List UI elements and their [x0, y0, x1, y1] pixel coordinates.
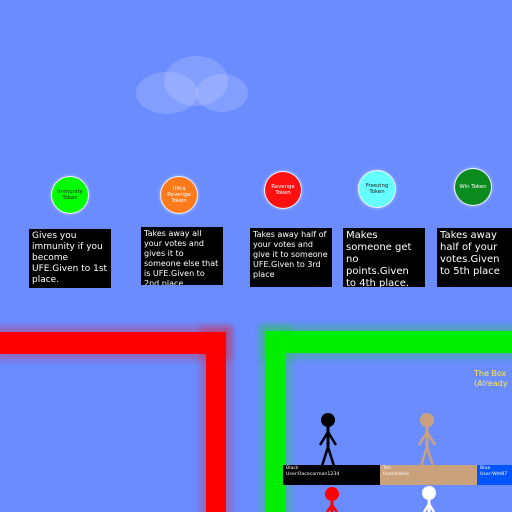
- nameplate-black: Black User:Racecarman1234: [283, 465, 380, 485]
- token-ultra-revenge[interactable]: Ultra Revenge Token: [161, 177, 197, 213]
- nameplate-blue: Blue User:Wet87: [477, 465, 512, 485]
- token-immunity[interactable]: Immunity Token: [52, 177, 88, 213]
- token-freezing-description: Makes someone get no points.Given to 4th…: [343, 228, 425, 287]
- box-title-line-1: The Box: [474, 369, 507, 378]
- green-box-top: [266, 331, 512, 353]
- token-freezing-label: Freezing Token: [365, 183, 389, 195]
- nameplate-tan-user: User:Harris: [383, 472, 410, 477]
- nameplate-black-user: User:Racecarman1234: [286, 472, 340, 477]
- stick-figure-tan[interactable]: [413, 412, 441, 468]
- nameplate-tan-name: Tan: [383, 466, 391, 471]
- box-title-line-2: (Already: [474, 379, 508, 388]
- token-revenge[interactable]: Revenge Token: [265, 172, 301, 208]
- green-box-side: [266, 331, 286, 512]
- stick-figure-red[interactable]: [318, 485, 346, 512]
- token-immunity-description: Gives you immunity if you become UFE.Giv…: [29, 229, 111, 288]
- red-elimination-area-top: [0, 332, 226, 354]
- red-elimination-area-side: [206, 332, 226, 512]
- token-revenge-label: Revenge Token: [271, 184, 295, 196]
- nameplate-blue-user: User:Wet87: [480, 472, 508, 477]
- nameplate-tan: Tan User:Harris: [380, 465, 477, 485]
- token-win-description: Takes away half of your votes.Given to 5…: [437, 228, 512, 287]
- token-win-label: Win Token: [459, 184, 487, 190]
- token-immunity-label: Immunity Token: [57, 189, 83, 201]
- token-ultra-revenge-label: Ultra Revenge Token: [167, 186, 191, 204]
- nameplate-blue-name: Blue: [480, 466, 491, 471]
- stick-figure-black[interactable]: [314, 412, 342, 468]
- nameplate-black-name: Black: [286, 466, 299, 471]
- token-freezing[interactable]: Freezing Token: [359, 171, 395, 207]
- token-revenge-description: Takes away half of your votes and give i…: [250, 228, 332, 287]
- cloud-2: [164, 56, 228, 106]
- box-title: The Box (Already: [474, 369, 508, 389]
- cloud-1: [136, 72, 198, 114]
- token-ultra-revenge-description: Takes away all your votes and gives it t…: [141, 227, 223, 285]
- token-win[interactable]: Win Token: [455, 169, 491, 205]
- stick-figure-white[interactable]: [415, 484, 443, 512]
- cloud-3: [196, 74, 248, 112]
